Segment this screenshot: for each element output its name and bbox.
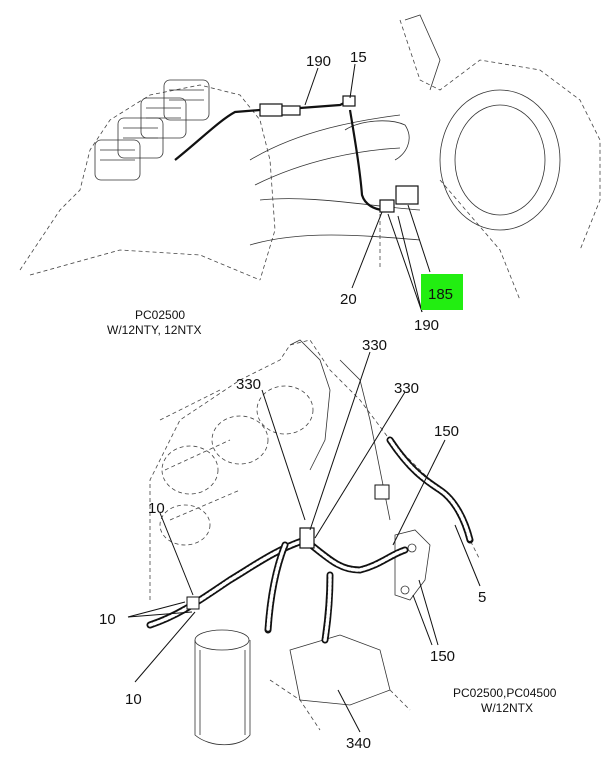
callout-10-mid[interactable]: 10 — [99, 611, 116, 628]
top-engine-illustration — [19, 14, 601, 301]
callout-340[interactable]: 340 — [346, 735, 371, 752]
callout-190-top[interactable]: 190 — [306, 53, 331, 70]
callout-190-bottom[interactable]: 190 — [414, 317, 439, 334]
top-caption-line2: W/12NTY, 12NTX — [107, 323, 201, 337]
callout-20[interactable]: 20 — [340, 291, 357, 308]
callout-185-highlight — [421, 274, 463, 310]
top-leader-lines — [304, 63, 431, 313]
bottom-engine-illustration — [146, 339, 481, 746]
callout-10-top[interactable]: 10 — [148, 500, 165, 517]
callout-10-bottom[interactable]: 10 — [125, 691, 142, 708]
bottom-leader-lines — [127, 351, 481, 733]
callout-330-left[interactable]: 330 — [236, 376, 261, 393]
callout-150-bottom[interactable]: 150 — [430, 648, 455, 665]
bottom-caption-line1: PC02500,PC04500 — [453, 686, 557, 700]
bottom-caption: PC02500,PC04500 W/12NTX — [453, 686, 557, 715]
callout-15[interactable]: 15 — [350, 49, 367, 66]
top-caption: PC02500 W/12NTY, 12NTX — [107, 308, 201, 337]
callout-330-top[interactable]: 330 — [362, 337, 387, 354]
bottom-caption-line2: W/12NTX — [481, 701, 533, 715]
bottom-callouts: 330 330 330 150 10 10 10 5 150 340 — [99, 337, 486, 752]
callout-150-top[interactable]: 150 — [434, 423, 459, 440]
top-callouts: 190 15 20 185 190 — [306, 49, 453, 334]
callout-330-right[interactable]: 330 — [394, 380, 419, 397]
top-caption-line1: PC02500 — [135, 308, 185, 322]
callout-185[interactable]: 185 — [428, 286, 453, 303]
callout-5[interactable]: 5 — [478, 589, 486, 606]
